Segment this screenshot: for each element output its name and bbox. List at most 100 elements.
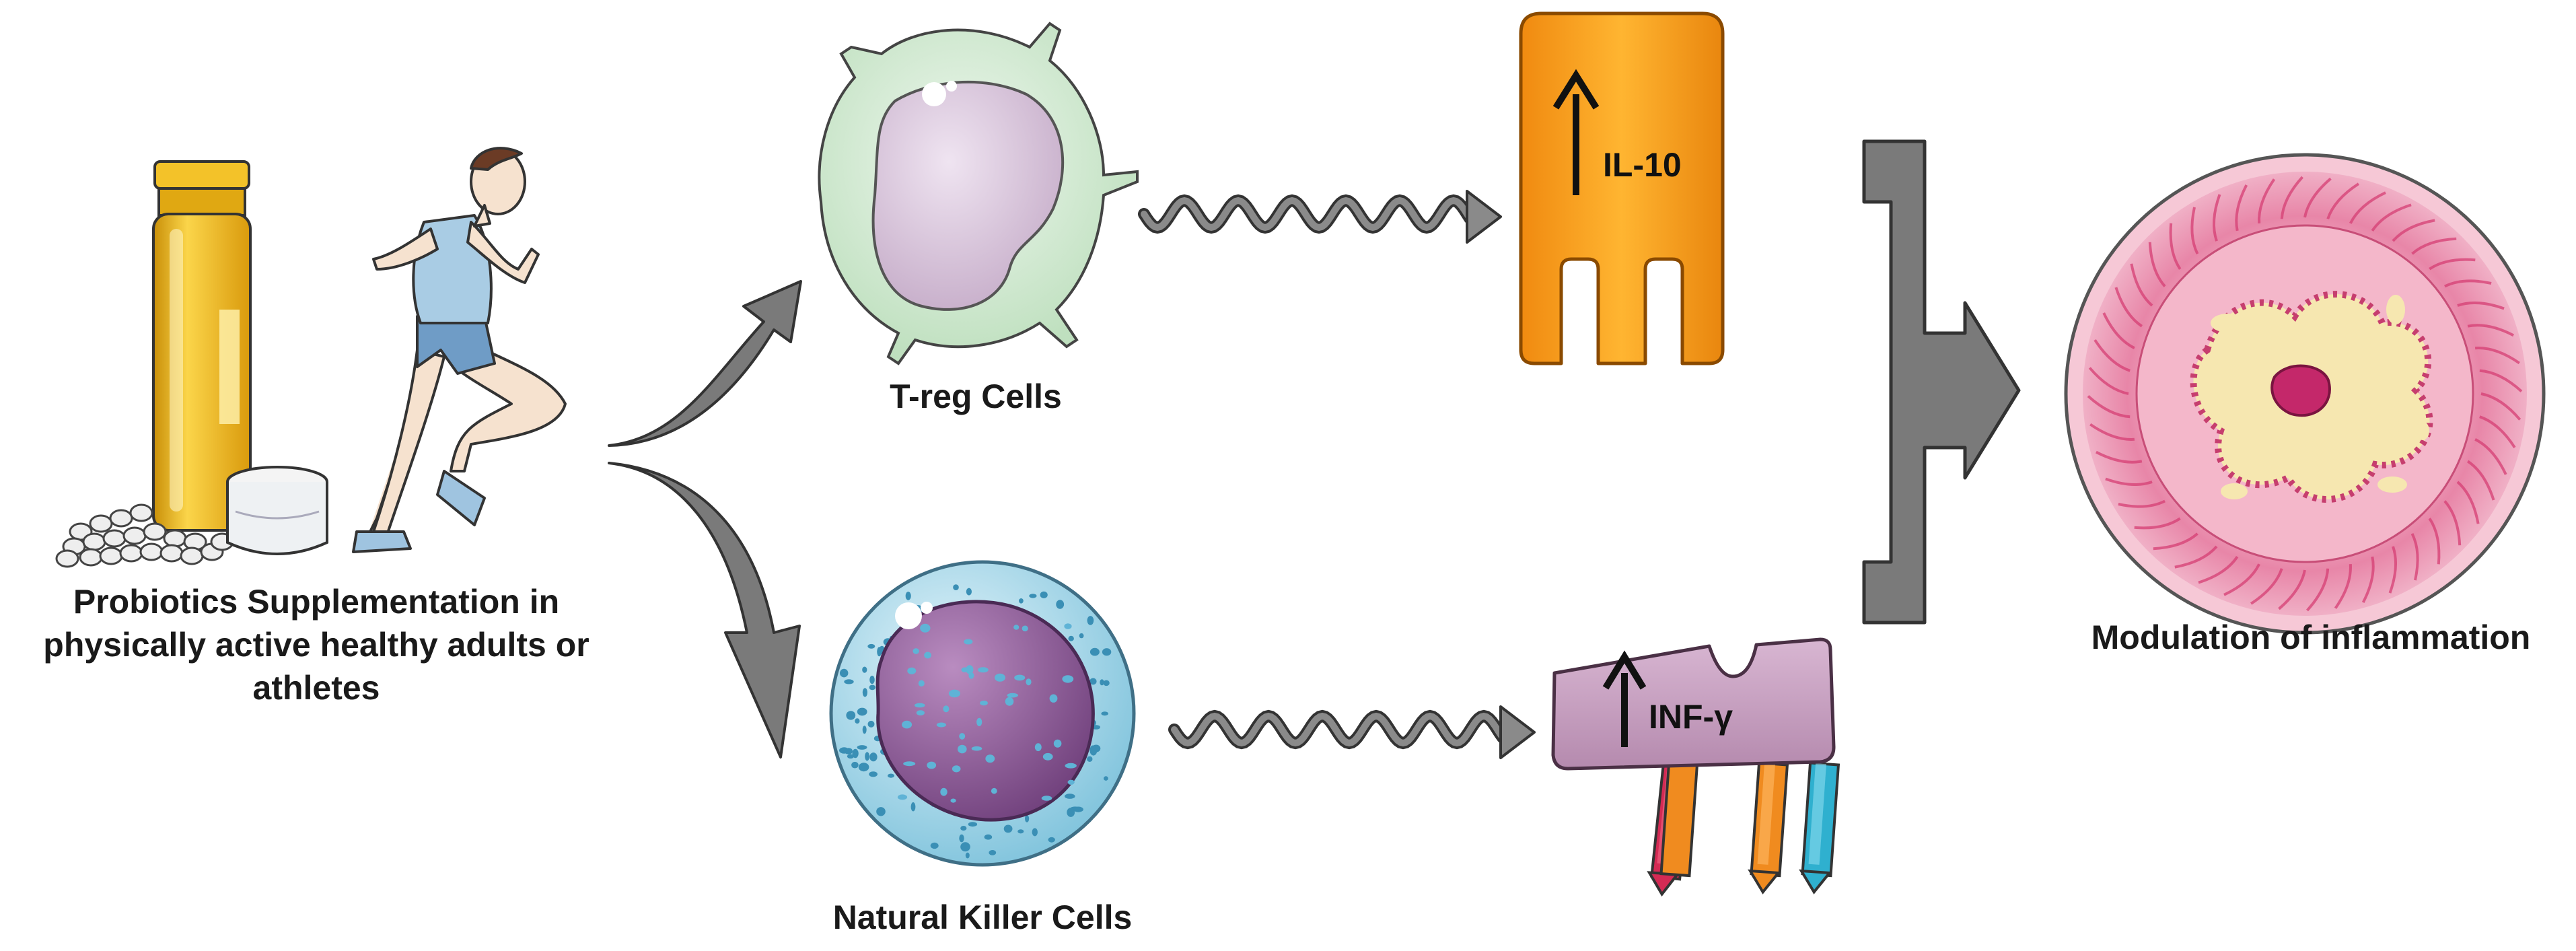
muscle-stripe	[2213, 194, 2221, 242]
granule	[966, 588, 972, 596]
muscle-stripe	[2134, 517, 2181, 530]
muscle-stripe	[2190, 207, 2199, 254]
nuclear-granule	[959, 733, 966, 740]
muscle-stripe	[2278, 569, 2306, 610]
infg-label: INF-γ	[1649, 698, 1733, 736]
nuclear-granule	[915, 703, 925, 708]
granule	[1048, 837, 1055, 843]
granule	[1067, 808, 1075, 817]
nuclear-granule	[902, 720, 913, 729]
granule	[1040, 591, 1048, 599]
muscle-stripe	[2410, 533, 2419, 581]
granule	[1019, 598, 1024, 604]
granule	[1065, 794, 1075, 799]
capsule	[129, 503, 153, 522]
granule	[965, 852, 970, 859]
granule	[953, 584, 959, 590]
nuclear-granule	[950, 798, 956, 803]
muscle-stripe	[2087, 395, 2131, 419]
granule	[968, 822, 978, 827]
nuclear-granule	[940, 787, 947, 796]
nuclear-granule	[948, 689, 960, 698]
granule	[877, 647, 882, 657]
granule	[876, 807, 886, 816]
granule	[989, 850, 997, 855]
muscle-stripe	[2334, 563, 2352, 609]
granule	[1056, 600, 1065, 609]
granule	[839, 747, 849, 754]
nuclear-granule	[1064, 623, 1072, 629]
muscle-stripe	[2371, 203, 2412, 232]
wavy-arrow-bottom	[1168, 705, 1536, 759]
muscle-stripe	[2392, 219, 2435, 242]
granule	[1087, 616, 1094, 625]
muscle-stripe	[2306, 568, 2330, 612]
il10-receptor: IL-10	[1519, 11, 1725, 365]
granule	[960, 842, 970, 852]
granule	[857, 745, 867, 750]
probiotics-label-line-3: athletes	[252, 669, 380, 707]
granule	[1100, 679, 1104, 686]
nuclear-granule	[936, 722, 946, 728]
nuclear-granule	[927, 761, 937, 769]
granule	[1068, 635, 1074, 641]
nuclear-granule	[897, 794, 908, 800]
muscle-stripe	[2361, 556, 2375, 604]
capsule	[55, 549, 79, 568]
nuclear-granule	[913, 648, 919, 654]
nuclear-granule	[995, 673, 1005, 682]
granule	[867, 720, 875, 728]
arrow-to-nk	[608, 462, 801, 759]
infg-receptor: INF-γ	[1551, 637, 1840, 897]
granule	[1029, 594, 1037, 598]
capsule	[159, 544, 184, 563]
granule	[862, 726, 867, 734]
granule	[867, 643, 875, 649]
nuclear-granule	[920, 623, 931, 633]
granule	[869, 684, 876, 691]
nuclear-granule	[1013, 625, 1019, 630]
granule	[865, 752, 869, 761]
muscle-stripe	[2280, 176, 2303, 219]
nuclear-granule	[1007, 693, 1018, 698]
muscle-stripe	[2105, 477, 2153, 486]
granule	[857, 707, 867, 716]
probiotic-bottle-icon	[152, 160, 252, 532]
granule	[869, 752, 878, 762]
nuclear-granule	[1067, 779, 1075, 785]
nuclear-granule	[958, 744, 967, 754]
muscle-stripe	[2094, 339, 2131, 372]
probiotics-label-line-1: Probiotics Supplementation in	[73, 583, 560, 621]
capsule	[99, 547, 123, 565]
muscle-stripe	[2479, 415, 2516, 448]
granule	[1017, 829, 1024, 834]
nuclear-granule	[1042, 752, 1053, 761]
muscle-stripe	[2235, 184, 2248, 232]
arrow-up-icon	[1552, 69, 1600, 195]
granule	[960, 826, 967, 831]
granule	[984, 834, 993, 840]
granule	[851, 761, 859, 769]
muscle-stripe	[2102, 312, 2135, 349]
granule	[869, 675, 875, 684]
muscle-stripe	[2223, 563, 2260, 596]
muscle-stripe	[2457, 302, 2505, 310]
capsule	[122, 526, 147, 545]
capsule	[180, 547, 204, 565]
nuclear-granule	[980, 701, 988, 706]
granule	[869, 771, 878, 777]
convergence-bracket	[1862, 139, 2021, 625]
granule	[930, 842, 939, 849]
nuclear-granule	[1041, 796, 1052, 801]
nuclear-granule	[924, 651, 931, 659]
nuclear-granule	[1022, 625, 1028, 632]
granule	[1032, 828, 1038, 837]
muscle-stripe	[2388, 546, 2397, 594]
nuclear-granule	[1026, 678, 1032, 686]
muscle-stripe	[2444, 279, 2492, 288]
nuclear-granule	[966, 665, 974, 674]
muscle-stripe	[2467, 324, 2515, 337]
muscle-stripe	[2250, 568, 2283, 605]
muscle-stripe	[2118, 499, 2166, 508]
capsule	[82, 532, 106, 551]
